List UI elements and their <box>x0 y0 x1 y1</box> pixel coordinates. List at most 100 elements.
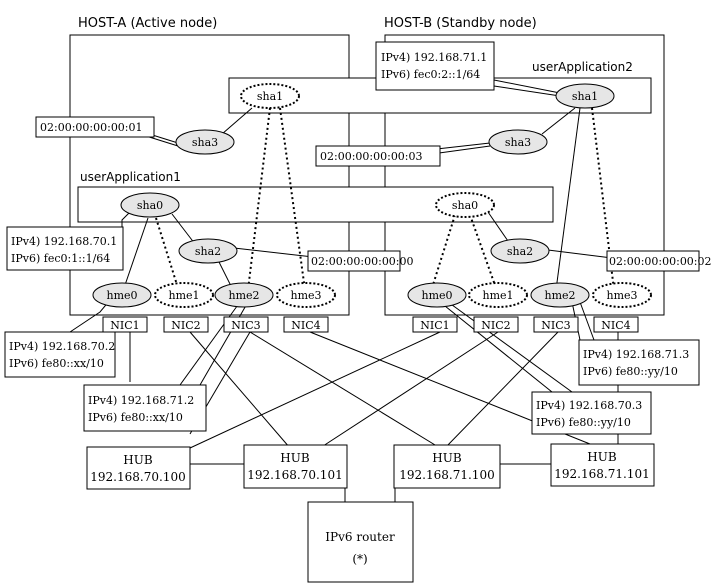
cable-b-nic3-hub71100 <box>444 331 559 449</box>
link-a-sha0-hme0 <box>123 217 149 289</box>
hub-70-100-title: HUB <box>123 453 153 467</box>
host-a-sha2-label: sha2 <box>195 245 221 258</box>
callout-a-hme2-ipv6: IPv6) fe80::xx/10 <box>88 411 183 424</box>
leader-b-hme0-ip-2 <box>447 301 573 393</box>
link-b-sha2-mac <box>547 249 613 259</box>
link-a-sha0-sha2 <box>171 213 196 245</box>
host-b-nic2: NIC2 <box>473 316 519 333</box>
host-a-hme3-node: hme3 <box>276 282 336 308</box>
user-application-2-label: userApplication2 <box>532 60 633 74</box>
host-a-hme3-label: hme3 <box>290 289 321 302</box>
cable-a-nic2-hub70101 <box>189 331 291 449</box>
cable-b-nic2-hub70101 <box>319 331 499 449</box>
link-a-sha2-mac <box>233 247 323 259</box>
callout-b-sha1-ipv6: IPv6) fec0:2::1/64 <box>381 68 480 81</box>
host-b-hme1-label: hme1 <box>482 289 513 302</box>
callout-a-sha3-mac: 02:00:00:00:00:01 <box>35 116 155 138</box>
callout-b-sha3-mac: 02:00:00:00:00:03 <box>315 145 441 167</box>
callout-a-hme2-ip: IPv4) 192.168.71.2 IPv6) fe80::xx/10 <box>83 384 207 432</box>
host-b-hme3-node: hme3 <box>592 282 652 308</box>
callout-b-hme0-ipv6: IPv6) fe80::yy/10 <box>536 416 631 429</box>
link-a-sha1-hme2 <box>247 107 271 291</box>
host-b-sha1-label: sha1 <box>572 90 598 103</box>
callout-a-sha2-mac: 02:00:00:00:00:00 <box>307 250 414 272</box>
callout-b-hme0-ipv4: IPv4) 192.168.70.3 <box>536 399 642 412</box>
hub-70-100-ip: 192.168.70.100 <box>90 470 185 484</box>
leader-b-sha1-ip-2 <box>493 85 561 97</box>
callout-b-hme2-ipv4: IPv4) 192.168.71.3 <box>583 348 689 361</box>
callout-a-hme0-ipv6: IPv6) fe80::xx/10 <box>9 357 104 370</box>
host-a-hme0-node: hme0 <box>92 282 152 308</box>
host-a-sha0-node: sha0 <box>120 192 180 218</box>
callout-a-sha0-ip: IPv4) 192.168.70.1 IPv6) fec0:1::1/64 <box>6 226 124 271</box>
hub-71-101-ip: 192.168.71.101 <box>554 467 649 481</box>
leader-a-hme2-ip-2 <box>199 301 249 386</box>
callout-b-hme0-ip: IPv4) 192.168.70.3 IPv6) fe80::yy/10 <box>531 391 652 435</box>
callout-b-sha1-ip: IPv4) 192.168.71.1 IPv6) fec0:2::1/64 <box>375 41 495 91</box>
hub-71-101-title: HUB <box>587 450 617 464</box>
host-a-nic4: NIC4 <box>283 316 329 333</box>
callout-b-hme2-ipv6: IPv6) fe80::yy/10 <box>583 365 678 378</box>
callout-b-hme2-ip: IPv4) 192.168.71.3 IPv6) fe80::yy/10 <box>578 339 700 386</box>
host-b-nic3-label: NIC3 <box>541 319 570 332</box>
host-b-hme3-label: hme3 <box>606 289 637 302</box>
callout-a-sha2-mac-text: 02:00:00:00:00:00 <box>311 255 414 268</box>
host-b-sha1-node: sha1 <box>555 83 615 109</box>
host-b-sha2-label: sha2 <box>507 245 533 258</box>
callout-a-hme0-ipv4: IPv4) 192.168.70.2 <box>9 340 115 353</box>
hub-71-100-title: HUB <box>432 451 462 465</box>
link-a-sha1-sha3 <box>221 107 253 135</box>
host-a-sha1-node: sha1 <box>240 83 300 109</box>
hub-71-100: HUB 192.168.71.100 <box>393 444 501 489</box>
host-a-sha3-node: sha3 <box>175 129 235 155</box>
host-b-hme0-node: hme0 <box>407 282 467 308</box>
hub-70-101: HUB 192.168.70.101 <box>243 444 348 489</box>
host-b-nic2-label: NIC2 <box>481 319 510 332</box>
host-a-nic1: NIC1 <box>102 316 148 333</box>
callout-b-sha1-ipv4: IPv4) 192.168.71.1 <box>381 51 487 64</box>
host-b-sha3-node: sha3 <box>488 129 548 155</box>
host-a-nic1-label: NIC1 <box>110 319 139 332</box>
host-a-sha2-node: sha2 <box>178 238 238 264</box>
host-b-sha3-label: sha3 <box>505 136 531 149</box>
host-a-nic4-label: NIC4 <box>291 319 320 332</box>
host-b-hme0-label: hme0 <box>421 289 452 302</box>
link-a-sha0-hme1 <box>155 217 179 289</box>
callout-a-hme2-ipv4: IPv4) 192.168.71.2 <box>88 394 194 407</box>
host-b-sha0-node: sha0 <box>435 192 495 218</box>
host-a-nic2: NIC2 <box>163 316 209 333</box>
hub-70-101-ip: 192.168.70.101 <box>247 468 342 482</box>
host-a-sha0-label: sha0 <box>137 199 163 212</box>
hub-70-101-title: HUB <box>280 451 310 465</box>
host-b-hme1-node: hme1 <box>468 282 528 308</box>
host-a-hme1-node: hme1 <box>154 282 214 308</box>
callout-b-sha2-mac: 02:00:00:00:00:02 <box>606 250 712 272</box>
cable-b-nic1-hub70100 <box>189 331 441 449</box>
host-b-nic1: NIC1 <box>412 316 458 333</box>
host-b-sha2-node: sha2 <box>490 238 550 264</box>
callout-a-sha0-ipv4: IPv4) 192.168.70.1 <box>11 235 117 248</box>
host-b-sha0-label: sha0 <box>452 199 478 212</box>
callout-a-hme0-ip: IPv4) 192.168.70.2 IPv6) fe80::xx/10 <box>4 331 116 378</box>
hub-71-100-ip: 192.168.71.100 <box>399 468 494 482</box>
host-a-hme0-label: hme0 <box>106 289 137 302</box>
host-a-nic3: NIC3 <box>223 316 269 333</box>
leader-b-hme2-ip-2 <box>579 301 595 341</box>
callout-a-sha0-ipv6: IPv6) fec0:1::1/64 <box>11 252 110 265</box>
host-b-nic3: NIC3 <box>533 316 579 333</box>
cable-a-nic3-hub71100 <box>249 331 441 449</box>
host-a-title: HOST-A (Active node) <box>78 16 217 31</box>
callout-b-sha3-mac-text: 02:00:00:00:00:03 <box>320 150 423 163</box>
link-a-sha1-hme3 <box>279 107 306 291</box>
hub-71-101: HUB 192.168.71.101 <box>550 443 655 487</box>
host-a-sha1-label: sha1 <box>257 90 283 103</box>
host-a-hme2-node: hme2 <box>214 282 274 308</box>
link-b-sha1-hme2 <box>555 107 581 291</box>
leader-a-hme2-ip <box>179 301 241 386</box>
host-b-nic1-label: NIC1 <box>420 319 449 332</box>
leader-b-hme0-ip <box>439 301 553 393</box>
ipv6-router-label: IPv6 router <box>325 530 395 544</box>
host-a-nic3-label: NIC3 <box>231 319 260 332</box>
